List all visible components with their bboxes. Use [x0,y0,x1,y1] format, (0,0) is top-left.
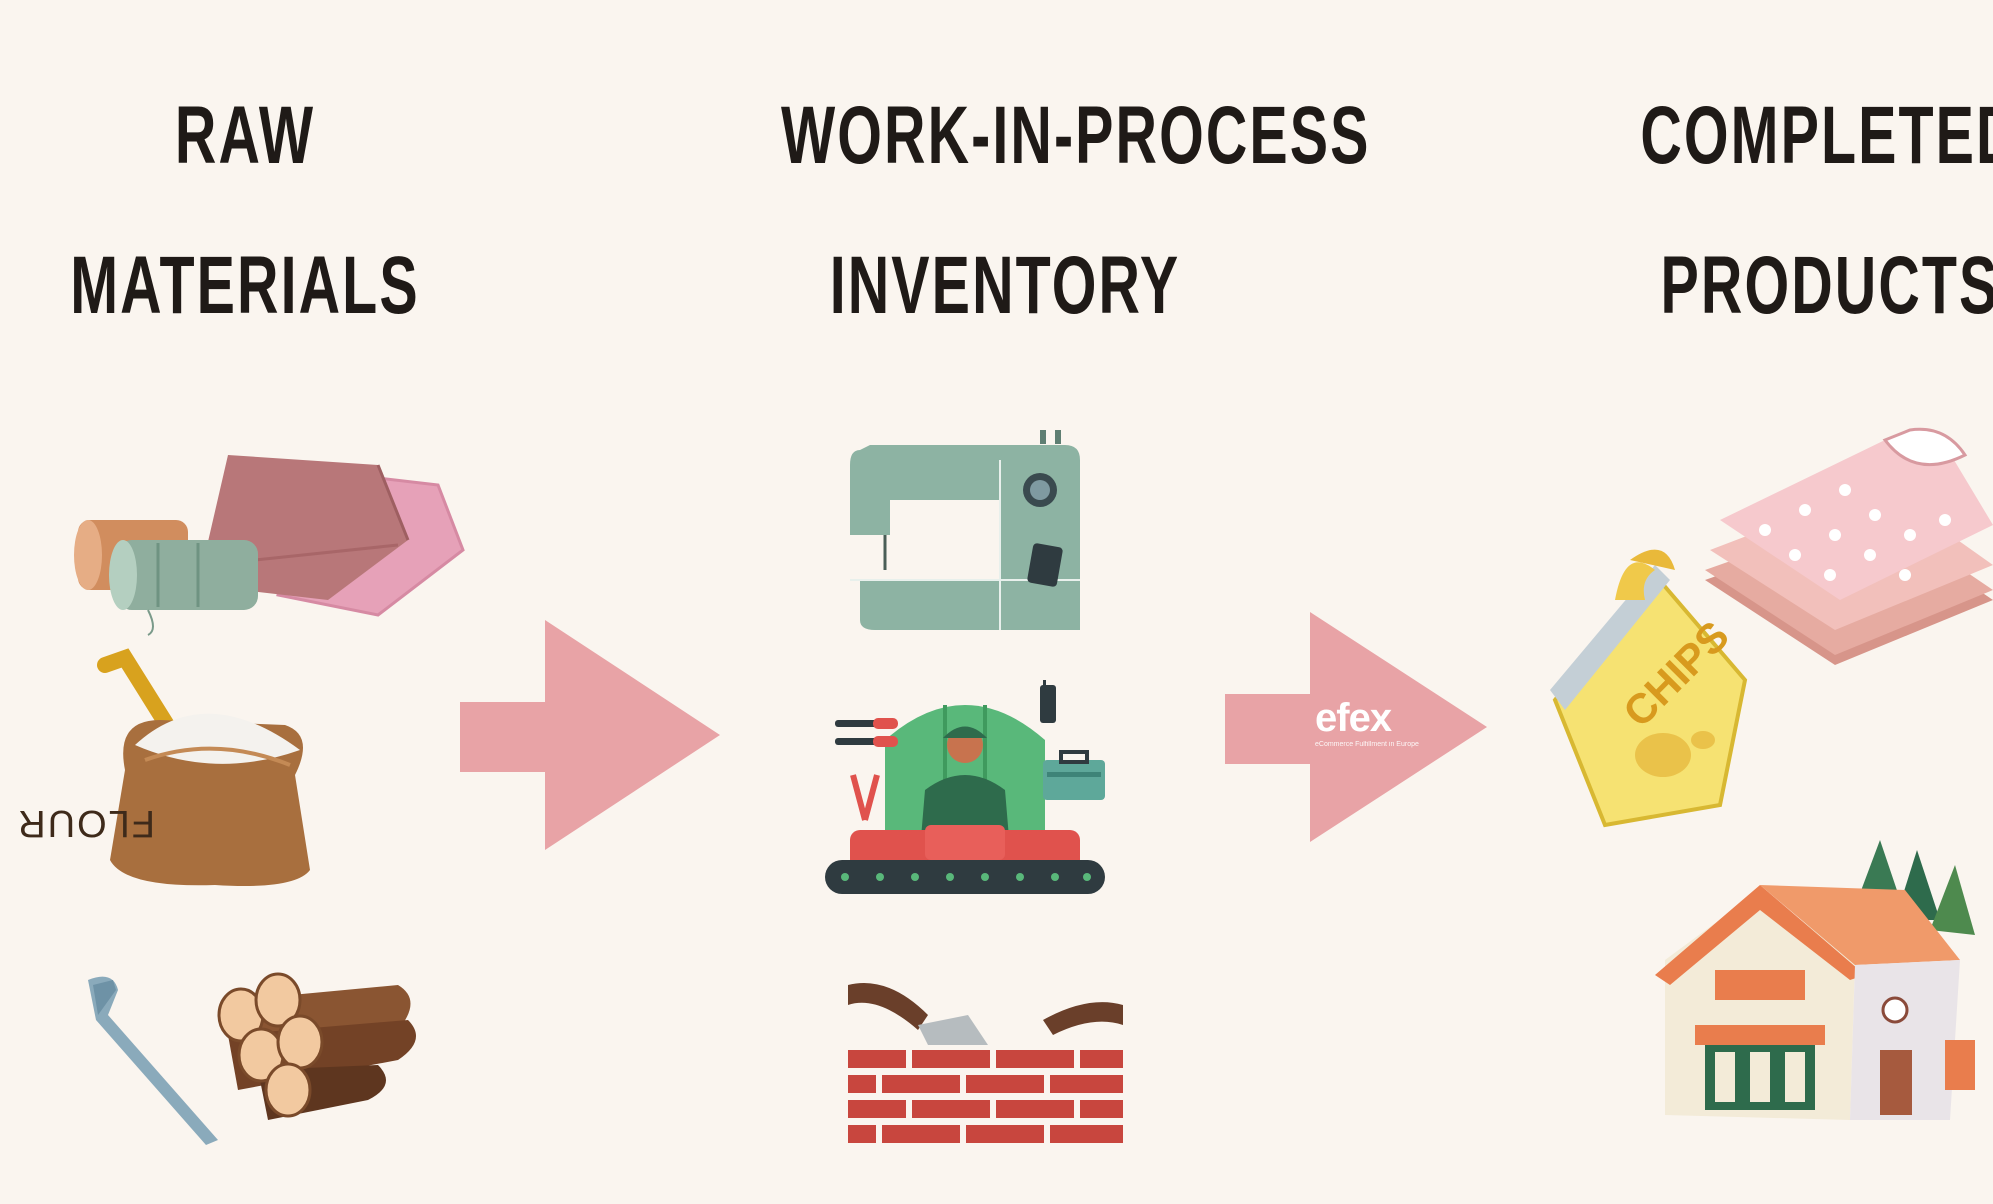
wood-logs-and-nail-icon [88,972,416,1145]
wip-title-line2: INVENTORY [829,240,1181,331]
sewing-machine-icon [850,430,1080,630]
house-icon [1655,840,1975,1120]
arrow-icon-wip-to-completed [1225,612,1487,842]
efex-brand-text: efex [1315,696,1392,740]
raw-materials-title-line1: RAW [174,90,316,181]
efex-tagline-text: eCommerce Fulfillment in Europe [1315,741,1419,748]
folded-clothes-icon [1705,427,1993,665]
flour-sack-icon: FLOUR [16,648,310,886]
efex-watermark-logo: efex eCommerce Fulfillment in Europe [1315,698,1425,748]
raw-materials-title-line2: MATERIALS [70,240,420,331]
fabric-and-thread-icon [74,455,465,636]
svg-text:FLOUR: FLOUR [16,802,155,844]
chips-bag-icon: CHIPS [1550,549,1748,828]
completed-title-line1: COMPLETED [1640,90,1993,181]
completed-title-line2: PRODUCTS [1660,240,1993,331]
factory-worker-icon [825,680,1105,894]
wip-title-line1: WORK-IN-PROCESS [781,90,1371,181]
bricklaying-icon [848,983,1123,1143]
arrow-icon-raw-to-wip [460,620,720,850]
